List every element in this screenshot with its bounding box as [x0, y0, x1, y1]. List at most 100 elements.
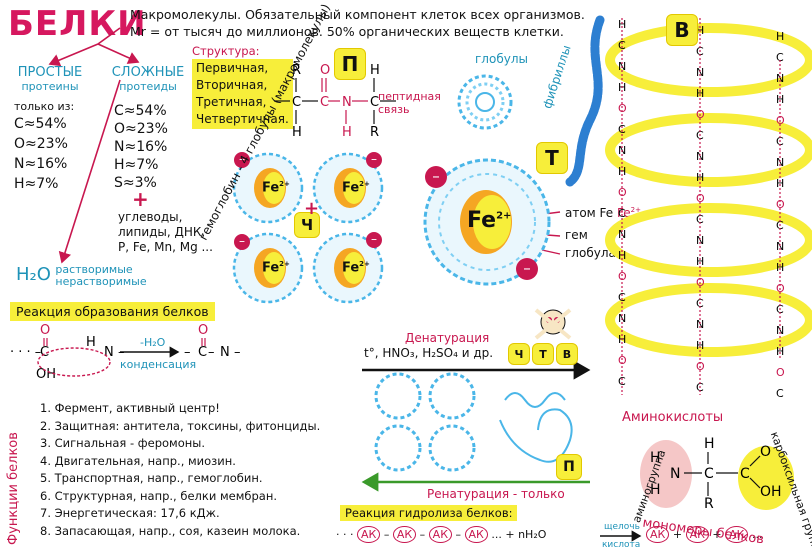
condensation-label: конденсация — [120, 358, 197, 371]
simple-proteins-header: ПРОСТЫЕ протеины — [10, 66, 90, 94]
svg-text:C: C — [740, 466, 750, 482]
fe-label: Fe2+ — [342, 180, 370, 196]
pep-atom: H — [370, 63, 380, 78]
structure-item: Четвертичная. — [196, 112, 289, 126]
structure-title: Структура: — [192, 44, 260, 58]
complex-composition-list: C≈54% O≈23% N≈16% H≈7% S≈3% + — [114, 102, 168, 211]
complex-item: C≈54% — [114, 103, 167, 119]
svg-text:H: H — [650, 450, 661, 466]
page-title: БЕЛКИ — [8, 4, 147, 44]
cond-atom: N — [104, 345, 114, 360]
formation-reaction-title: Реакция образования белков — [10, 302, 215, 321]
cond-atom: C — [40, 345, 49, 360]
cond-atom: O — [40, 323, 50, 338]
complex-proteins-header: СЛОЖНЫЕ протеиды — [108, 66, 188, 94]
svg-text:–: – — [208, 345, 215, 360]
amino-acid-node: АК — [725, 526, 749, 543]
peptide-bond-formula: R O H C C N C H H R — [274, 63, 396, 140]
hydrolysis-water: + nH₂O — [505, 528, 547, 541]
renaturation-label: Ренатурация - только — [427, 487, 565, 501]
helix-atom: C — [618, 291, 626, 304]
pep-atom: R — [292, 63, 301, 78]
cond-atom: H — [86, 335, 96, 350]
simple-only-label: только из: — [14, 100, 75, 113]
minus-charge: – — [425, 166, 447, 188]
complex-item: O≈23% — [114, 121, 168, 137]
helix-atom: C — [618, 39, 626, 52]
complex-subtitle: протеиды — [119, 80, 177, 93]
helix-atom: H — [776, 93, 784, 106]
helix-atom: O — [776, 366, 785, 379]
condensation-water: -H₂O — [140, 336, 166, 349]
helix-atom: H — [696, 255, 704, 268]
hemoglobin-cluster — [232, 152, 384, 304]
plus-charge: + — [304, 198, 320, 219]
extra-item: углеводы, — [118, 210, 183, 224]
svg-text:R: R — [704, 496, 714, 512]
fe-label: Fe2+ — [262, 260, 290, 276]
simple-item: O≈23% — [14, 136, 68, 152]
denat-badge: Ч — [508, 343, 530, 365]
skull-icon — [534, 308, 572, 340]
helix-atom: H — [776, 30, 784, 43]
heme-label: гем — [565, 228, 588, 242]
svg-text:–: – — [184, 345, 191, 360]
amino-acids-title: Аминокислоты — [622, 410, 724, 425]
amino-acid-node: АК — [356, 526, 381, 543]
complex-plus: + — [132, 187, 149, 211]
fe-label: Fe2+ — [342, 260, 370, 276]
peptide-bond-label: пептидная связь — [378, 90, 441, 116]
amino-acid-node: АК — [428, 526, 453, 543]
svg-text:–: – — [234, 345, 241, 360]
hydrolysis-alkali: щелочь — [604, 522, 640, 532]
pep-atom: N — [342, 95, 352, 110]
simple-title: ПРОСТЫЕ — [17, 65, 83, 80]
cond-atom: O — [198, 323, 208, 338]
insoluble-label: нерастворимые — [55, 275, 147, 288]
pep-atom: C — [320, 95, 329, 110]
simple-composition-list: только из: C≈54% O≈23% N≈16% H≈7% — [14, 100, 74, 194]
pep-atom: H — [292, 125, 302, 140]
helix-atom: N — [776, 324, 784, 337]
extra-item: липиды, ДНК, — [118, 225, 206, 239]
helix-atom: H — [776, 177, 784, 190]
soluble-label: растворимые — [55, 263, 133, 276]
intro-text: Макромолекулы. Обязательный компонент кл… — [130, 6, 585, 40]
helix-atom: C — [618, 207, 626, 220]
complex-extra-list: углеводы, липиды, ДНК, P, Fe, Mn, Mg ... — [118, 210, 213, 255]
renat-badge: П — [556, 454, 582, 480]
function-item: 8. Запасающая, напр., соя, казеин молока… — [40, 523, 301, 538]
complex-item: S≈3% — [114, 175, 157, 191]
function-item: 5. Транспортная, напр., гемоглобин. — [40, 471, 263, 485]
denaturation-conditions: t°, HNO₃, H₂SO₄ и др. — [364, 346, 494, 360]
primary-badge: П — [334, 48, 366, 80]
minus-charge: – — [366, 232, 382, 248]
globule-small — [457, 74, 513, 130]
cond-atom: C — [198, 345, 207, 360]
fibril-strand — [565, 15, 605, 187]
function-item: 3. Сигнальная - феромоны. — [40, 436, 206, 450]
simple-item: H≈7% — [14, 176, 59, 192]
denat-badge: Т — [532, 343, 554, 365]
helix-atom: N — [696, 318, 704, 331]
helix-atom: N — [696, 150, 704, 163]
complex-title: СЛОЖНЫЕ — [111, 65, 185, 80]
structure-item: Вторичная, — [196, 78, 268, 92]
minus-charge: – — [516, 258, 538, 280]
svg-text:O: O — [760, 444, 771, 460]
denatured-globules — [374, 372, 573, 472]
function-item: 1. Фермент, активный центр! — [40, 401, 220, 415]
hydrolysis-acid: кислота — [602, 540, 641, 550]
helix-atom: N — [776, 240, 784, 253]
helix-atom: H — [696, 339, 704, 352]
helix-atom: C — [618, 123, 626, 136]
svg-text:C: C — [704, 466, 714, 482]
secondary-badge: В — [666, 14, 698, 46]
minus-charge: – — [234, 234, 250, 250]
functions-title: Функции белков — [6, 432, 21, 545]
complex-item: N≈16% — [114, 139, 168, 155]
pep-atom: H — [342, 125, 352, 140]
iron-atom-label: атом Fe Fe2+ — [565, 206, 641, 220]
